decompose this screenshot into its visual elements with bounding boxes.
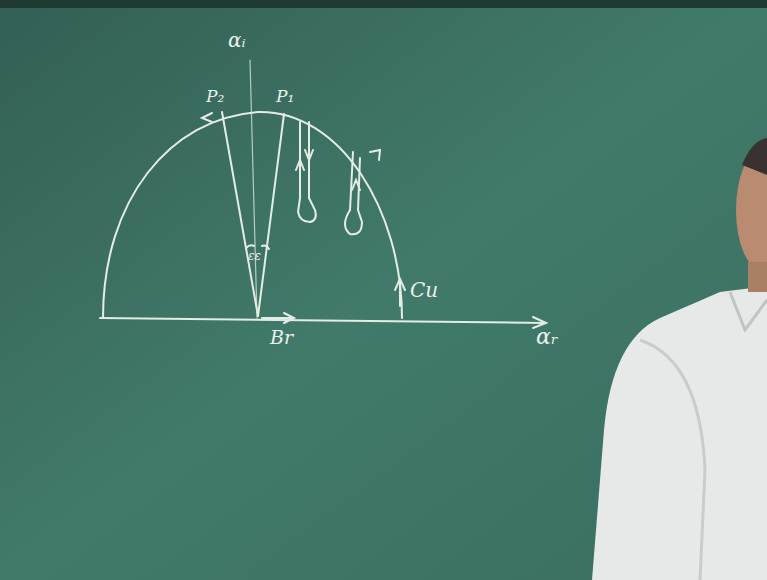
board-frame <box>0 0 767 8</box>
branch-line <box>222 112 258 316</box>
chalk-label: P₁ <box>276 88 294 105</box>
neck <box>748 262 767 292</box>
shirt-fold <box>640 340 705 580</box>
branch-line <box>258 114 284 316</box>
indent-arrow <box>305 150 313 160</box>
collar <box>730 292 767 330</box>
chalk-label: Br <box>270 328 293 347</box>
real-axis <box>100 318 545 323</box>
angle-mark <box>246 245 254 248</box>
cu-arrow <box>399 280 401 306</box>
chalk-label: Cu <box>410 280 438 300</box>
arc-arrowhead <box>202 113 212 122</box>
lecturer <box>592 138 767 580</box>
chalk-label: εε <box>248 250 261 262</box>
chalk-label: P₂ <box>206 88 224 105</box>
contour-sketch <box>100 60 546 328</box>
cu-arrowhead <box>395 279 405 290</box>
arc-arrowhead <box>370 150 380 160</box>
angle-mark <box>262 245 269 249</box>
white-shirt <box>592 286 767 580</box>
hair <box>742 138 767 175</box>
indent-loop <box>345 210 362 234</box>
indent-line <box>350 152 353 210</box>
chalk-label: αᵣ <box>536 326 559 348</box>
br-arrowhead <box>284 313 294 323</box>
indent-arrow <box>296 160 304 170</box>
br-arrow <box>262 317 292 319</box>
chalk-label: αᵢ <box>228 30 246 50</box>
semicircle-contour <box>103 112 402 318</box>
indent-loop <box>298 198 316 222</box>
indent-arrow <box>352 180 360 190</box>
